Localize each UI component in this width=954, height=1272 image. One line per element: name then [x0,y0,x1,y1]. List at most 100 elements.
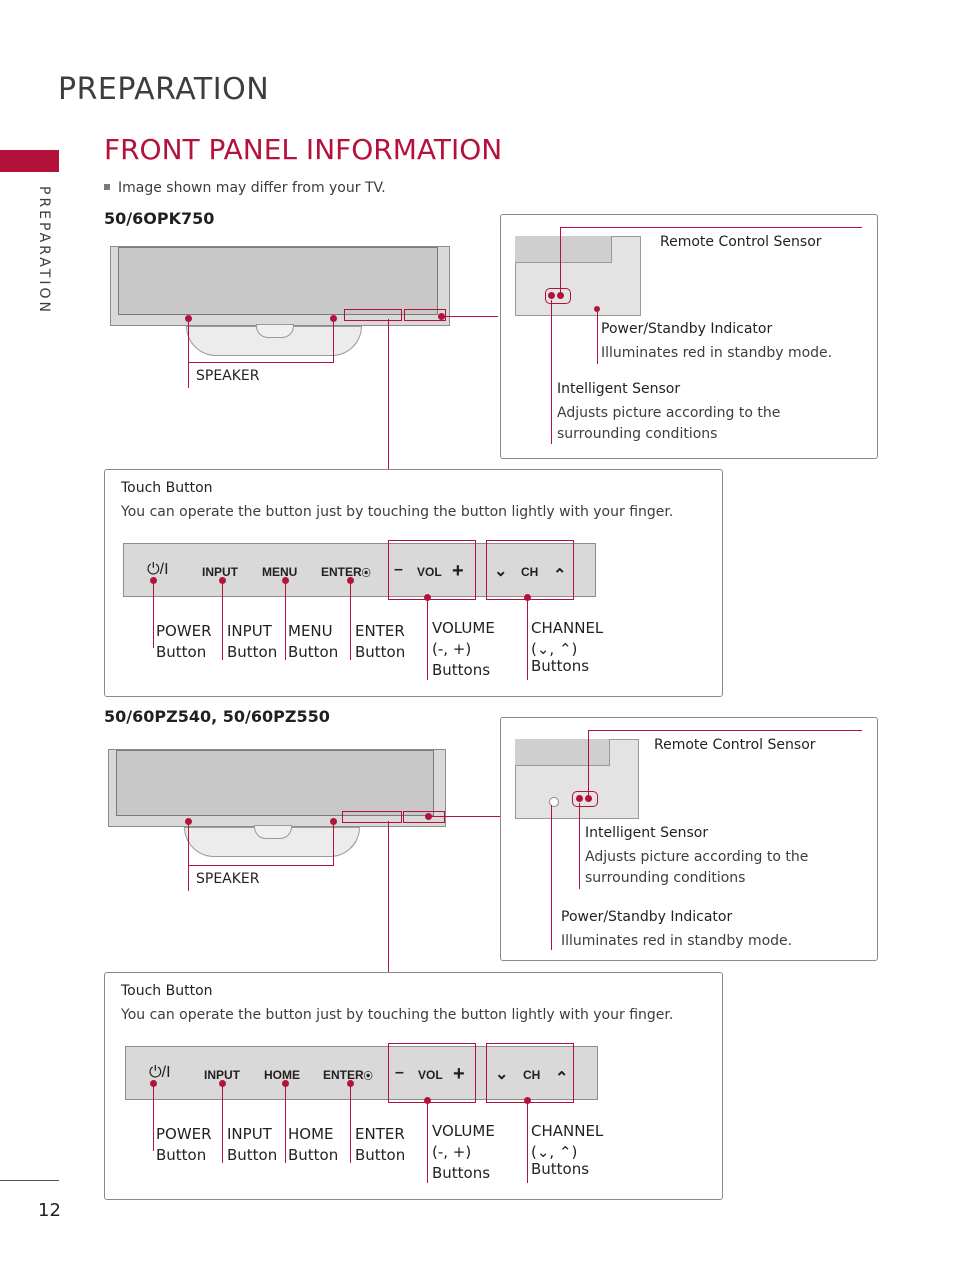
intelligent-sensor-desc1-b: Adjusts picture according to the [585,849,809,865]
home-button-b[interactable]: HOME [264,1068,300,1082]
channel-label-a3: Buttons [531,657,590,675]
chevron-down-icon[interactable]: ⌄ [495,1066,509,1083]
intelligent-sensor-desc2-a: surrounding conditions [557,426,718,442]
chevron-up-icon[interactable]: ⌃ [555,1070,569,1087]
model-b-title: 50/60PZ540, 50/60PZ550 [104,707,330,726]
channel-label-a2: (⌄, ⌃) [531,640,578,658]
remote-sensor-dot-b [585,795,592,802]
tv-screen-a [118,247,438,315]
input-label-a: INPUT Button [227,621,277,663]
enter-circle-icon: ⦿ [361,568,371,578]
side-label: PREPARATION [36,186,52,315]
speaker-line-b2 [333,825,334,865]
speaker-hline-a [188,362,334,363]
power-label-a2: Button [156,643,207,661]
input-label-a1: INPUT [227,622,272,640]
channel-label-a: CHANNEL(⌄, ⌃)Buttons [531,618,603,677]
input-label-a2: Button [227,643,278,661]
sensor-ring-b [572,791,598,807]
speaker-dot-right-a [330,315,337,322]
remote-sensor-label-a: Remote Control Sensor [660,234,822,250]
home-dot-b [282,1080,289,1087]
volume-label-a: VOLUME(-, +)Buttons [432,618,495,681]
enter-button-a[interactable]: ENTER⦿ [321,565,371,579]
sensor-closeup-screen-a [515,236,612,263]
enter-dot-a [347,577,354,584]
speaker-dot-left-a [185,315,192,322]
intelligent-sensor-title-b: Intelligent Sensor [585,825,709,841]
volume-up-icon[interactable]: + [453,1063,465,1085]
intelligent-sensor-desc2-b: surrounding conditions [585,870,746,886]
input-label-b1: INPUT [227,1125,272,1143]
volume-label-b1: VOLUME [432,1122,495,1140]
volume-label-b: VOLUME (-, +) Buttons [432,1121,495,1184]
power-indicator-title-b: Power/Standby Indicator [561,909,733,925]
enter-label-a2: Button [355,643,406,661]
vol-dot-b [424,1097,431,1104]
sensor-area-outline-b [403,811,445,823]
enter-label-b2: Button [355,1146,406,1164]
intelligent-sensor-dot-a [548,292,555,299]
intelligent-sensor-title-a: Intelligent Sensor [557,381,681,397]
intelligent-line-b [579,803,580,889]
enter-label-a: ENTER [321,565,362,579]
model-a-title: 50/6OPK750 [104,209,215,228]
page-number: 12 [38,1200,61,1221]
side-tab-marker [0,150,59,172]
tv-neck-b [254,825,292,839]
intelligent-line-a [551,300,552,444]
chevron-down-icon[interactable]: ⌄ [494,563,508,580]
connector-line-a [444,316,498,317]
vol-leader-a [427,598,428,680]
menu-leader-a [285,580,286,660]
input-dot-a [219,577,226,584]
page-header-title: PREPARATION [58,72,270,107]
touch-title-a: Touch Button [121,480,213,496]
volume-down-icon[interactable]: – [394,561,403,578]
enter-button-b[interactable]: ENTER⦿ [323,1068,373,1082]
sensor-ring-a [545,288,571,304]
enter-label-a1: ENTER [355,622,405,640]
speaker-hline-b [188,865,334,866]
sensor-closeup-screen-b [515,739,610,766]
remote-line-b [588,730,589,796]
speaker-label-b: SPEAKER [196,871,260,887]
channel-label-b2: (⌄, ⌃) [531,1143,578,1161]
power-indicator-desc-a: Illuminates red in standby mode. [601,345,833,361]
input-dot-b [219,1080,226,1087]
speaker-line-a [188,322,189,388]
vol-leader-b [427,1101,428,1183]
vol-dot-a [424,594,431,601]
power-dot-a [150,577,157,584]
remote-hline-b [588,730,862,731]
volume-up-icon[interactable]: + [452,560,464,582]
input-button-b[interactable]: INPUT [204,1068,240,1082]
remote-hline-a [560,227,862,228]
touch-panel-b [125,1046,598,1100]
chevron-up-icon[interactable]: ⌃ [553,567,567,584]
power-dot-b [150,1080,157,1087]
power-label-b1: POWER [156,1125,212,1143]
menu-button-a[interactable]: MENU [262,565,298,579]
power-icon[interactable]: ⏻/I [147,561,169,578]
volume-label-b2: (-, +) [432,1143,472,1161]
touch-area-outline-a [344,309,402,321]
vol-outline-b [388,1043,476,1103]
volume-label-b3: Buttons [432,1164,491,1182]
channel-label-b3: Buttons [531,1160,590,1178]
remote-sensor-dot-a [557,292,564,299]
input-leader-b [222,1083,223,1163]
enter-leader-a [350,580,351,660]
ch-label-a: CH [521,565,539,579]
power-indicator-led-b [549,797,559,807]
input-button-a[interactable]: INPUT [202,565,238,579]
sensor-dot-b [425,813,432,820]
power-icon[interactable]: ⏻/I [149,1064,171,1081]
speaker-line-b [188,825,189,891]
connector-line-b [431,816,500,817]
volume-down-icon[interactable]: – [395,1064,404,1081]
